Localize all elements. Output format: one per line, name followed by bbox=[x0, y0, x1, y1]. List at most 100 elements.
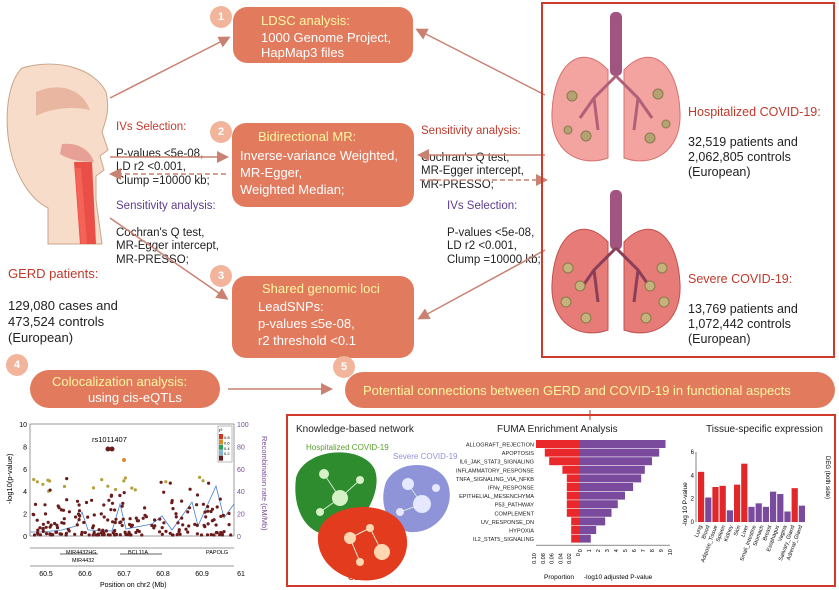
locus-snp-point bbox=[153, 518, 157, 522]
locus-snp-point bbox=[170, 533, 175, 537]
tissue-category-label: Breast bbox=[762, 524, 773, 541]
ldsc-title: LDSC analysis: bbox=[261, 13, 350, 28]
locus-snp-point bbox=[38, 526, 42, 530]
locus-snp-point bbox=[91, 533, 95, 537]
arrow-gerd-loci bbox=[109, 217, 229, 300]
locus-snp-point bbox=[32, 477, 36, 482]
locus-snp-point bbox=[36, 528, 40, 532]
tissue-y-tick: 4 bbox=[691, 473, 695, 479]
locus-snp-point bbox=[122, 458, 126, 462]
fuma-right-tick: 5 bbox=[623, 549, 629, 552]
step-1-number: 1 bbox=[210, 6, 232, 28]
fuma-right-tick: 6 bbox=[632, 549, 638, 552]
locus-snp-point bbox=[212, 518, 216, 522]
fuma-term-label: APOPTOSIS bbox=[502, 451, 534, 457]
locus-snp-point bbox=[133, 488, 137, 492]
locus-snp-point bbox=[215, 505, 219, 509]
locus-snp-point bbox=[35, 518, 39, 522]
locus-snp-point bbox=[220, 533, 224, 537]
locus-snp-point bbox=[76, 512, 81, 516]
locus-snp-point bbox=[55, 530, 59, 534]
locus-snp-point bbox=[92, 513, 96, 517]
locus-legend-tick: 0.6 bbox=[224, 440, 230, 445]
locus-gene-label: BCL11A bbox=[128, 550, 148, 556]
locus-snp-point bbox=[162, 490, 166, 494]
locus-snp-point bbox=[53, 521, 57, 526]
locus-snp-point bbox=[201, 479, 205, 483]
locus-snp-point bbox=[59, 532, 64, 536]
tissue-category-label: Spleen bbox=[716, 525, 728, 543]
locus-snp-point bbox=[210, 507, 214, 511]
locus-snp-point bbox=[199, 533, 204, 537]
loci-title: Shared genomic loci bbox=[262, 281, 380, 296]
locus-snp-point bbox=[113, 528, 117, 533]
locus-snp-point bbox=[134, 516, 138, 520]
locus-snp-point bbox=[32, 533, 37, 537]
locus-snp-point bbox=[35, 480, 39, 484]
locus-snp-point bbox=[118, 521, 122, 525]
locus-snp-point bbox=[102, 515, 106, 519]
locus-snp-point bbox=[101, 528, 105, 532]
fuma-pvalue-bar bbox=[580, 483, 634, 491]
locus-snp-point bbox=[55, 526, 60, 530]
locus-snp-point bbox=[186, 530, 190, 534]
locus-snp-point bbox=[120, 504, 124, 508]
tissue-y-tick: 2 bbox=[691, 497, 695, 503]
locus-snp-point bbox=[106, 484, 110, 488]
locus-snp-point bbox=[180, 499, 184, 503]
locus-snp-point bbox=[97, 528, 101, 532]
locus-y-tick: 8 bbox=[23, 444, 27, 451]
gerd-body: 129,080 cases and 473,524 controls (Euro… bbox=[8, 298, 118, 345]
tissue-bar bbox=[755, 503, 762, 522]
locus-snp-point bbox=[99, 512, 103, 516]
locus-snp-point bbox=[123, 530, 127, 534]
locus-snp-point bbox=[73, 532, 77, 536]
locus-snp-point bbox=[143, 513, 147, 517]
tissue-title: Tissue-specific expression bbox=[706, 424, 823, 435]
locus-snp-point bbox=[38, 533, 43, 537]
tissue-chart: 6420LungBloodAdipose_TissueSpleenKidneyS… bbox=[682, 450, 830, 563]
fuma-right-tick: 0 bbox=[578, 549, 584, 552]
locus-snp-point bbox=[32, 513, 36, 517]
locus-snp-point bbox=[195, 523, 199, 527]
fuma-proportion-bar bbox=[566, 491, 580, 500]
fuma-proportion-bar bbox=[571, 534, 580, 543]
locus-snp-point bbox=[109, 493, 114, 497]
fuma-pvalue-bar bbox=[580, 448, 660, 457]
locus-snp-point bbox=[174, 512, 178, 516]
mr-body: Inverse-variance Weighted, MR-Egger, Wei… bbox=[240, 148, 399, 197]
fuma-left-tick: 0 bbox=[576, 553, 582, 556]
locus-snp-point bbox=[102, 503, 106, 507]
locus-gene-label: MIR4432HG bbox=[66, 550, 97, 556]
locus-x-tick: 60.7 bbox=[117, 571, 131, 578]
locus-snp-point bbox=[171, 507, 175, 511]
locus-snp-point bbox=[41, 522, 46, 526]
ldsc-body: 1000 Genome Project, HapMap3 files bbox=[261, 30, 392, 60]
fuma-xlabel-right: -log10 adjusted P-value bbox=[584, 574, 653, 581]
locus-snp-point bbox=[122, 479, 126, 483]
fuma-term-label: IL6_JAK_STAT3_SIGNALING bbox=[460, 460, 534, 466]
fuma-term-label: IFNγ_RESPONSE bbox=[488, 486, 534, 492]
locus-snp-point bbox=[153, 524, 157, 528]
locus-snp-point bbox=[140, 533, 144, 537]
locus-snp-point bbox=[114, 517, 118, 521]
tissue-y-tick: 0 bbox=[691, 520, 695, 526]
locus-snp-point bbox=[113, 520, 117, 525]
fuma-proportion-bar bbox=[571, 526, 580, 534]
locus-x-tick: 60.6 bbox=[78, 571, 92, 578]
lungs-severe bbox=[551, 190, 681, 334]
tissue-ylabel: -log 10 P-value bbox=[682, 482, 689, 526]
network-gerd-label: GERD bbox=[348, 573, 372, 582]
locus-snp-point bbox=[87, 533, 91, 537]
locus-snp-point bbox=[120, 523, 124, 528]
locus-snp-point bbox=[125, 533, 129, 537]
locus-snp-point bbox=[221, 513, 225, 517]
locus-right-tick: 60 bbox=[237, 467, 245, 474]
locus-snp-point bbox=[222, 530, 226, 534]
fuma-term-label: UV_RESPONSE_DN bbox=[481, 520, 534, 526]
locus-snp-point bbox=[48, 479, 52, 483]
step-2-number: 2 bbox=[210, 121, 232, 143]
locus-snp-point bbox=[229, 533, 233, 537]
locus-snp-point bbox=[57, 506, 61, 510]
locus-snp-point bbox=[195, 503, 199, 507]
